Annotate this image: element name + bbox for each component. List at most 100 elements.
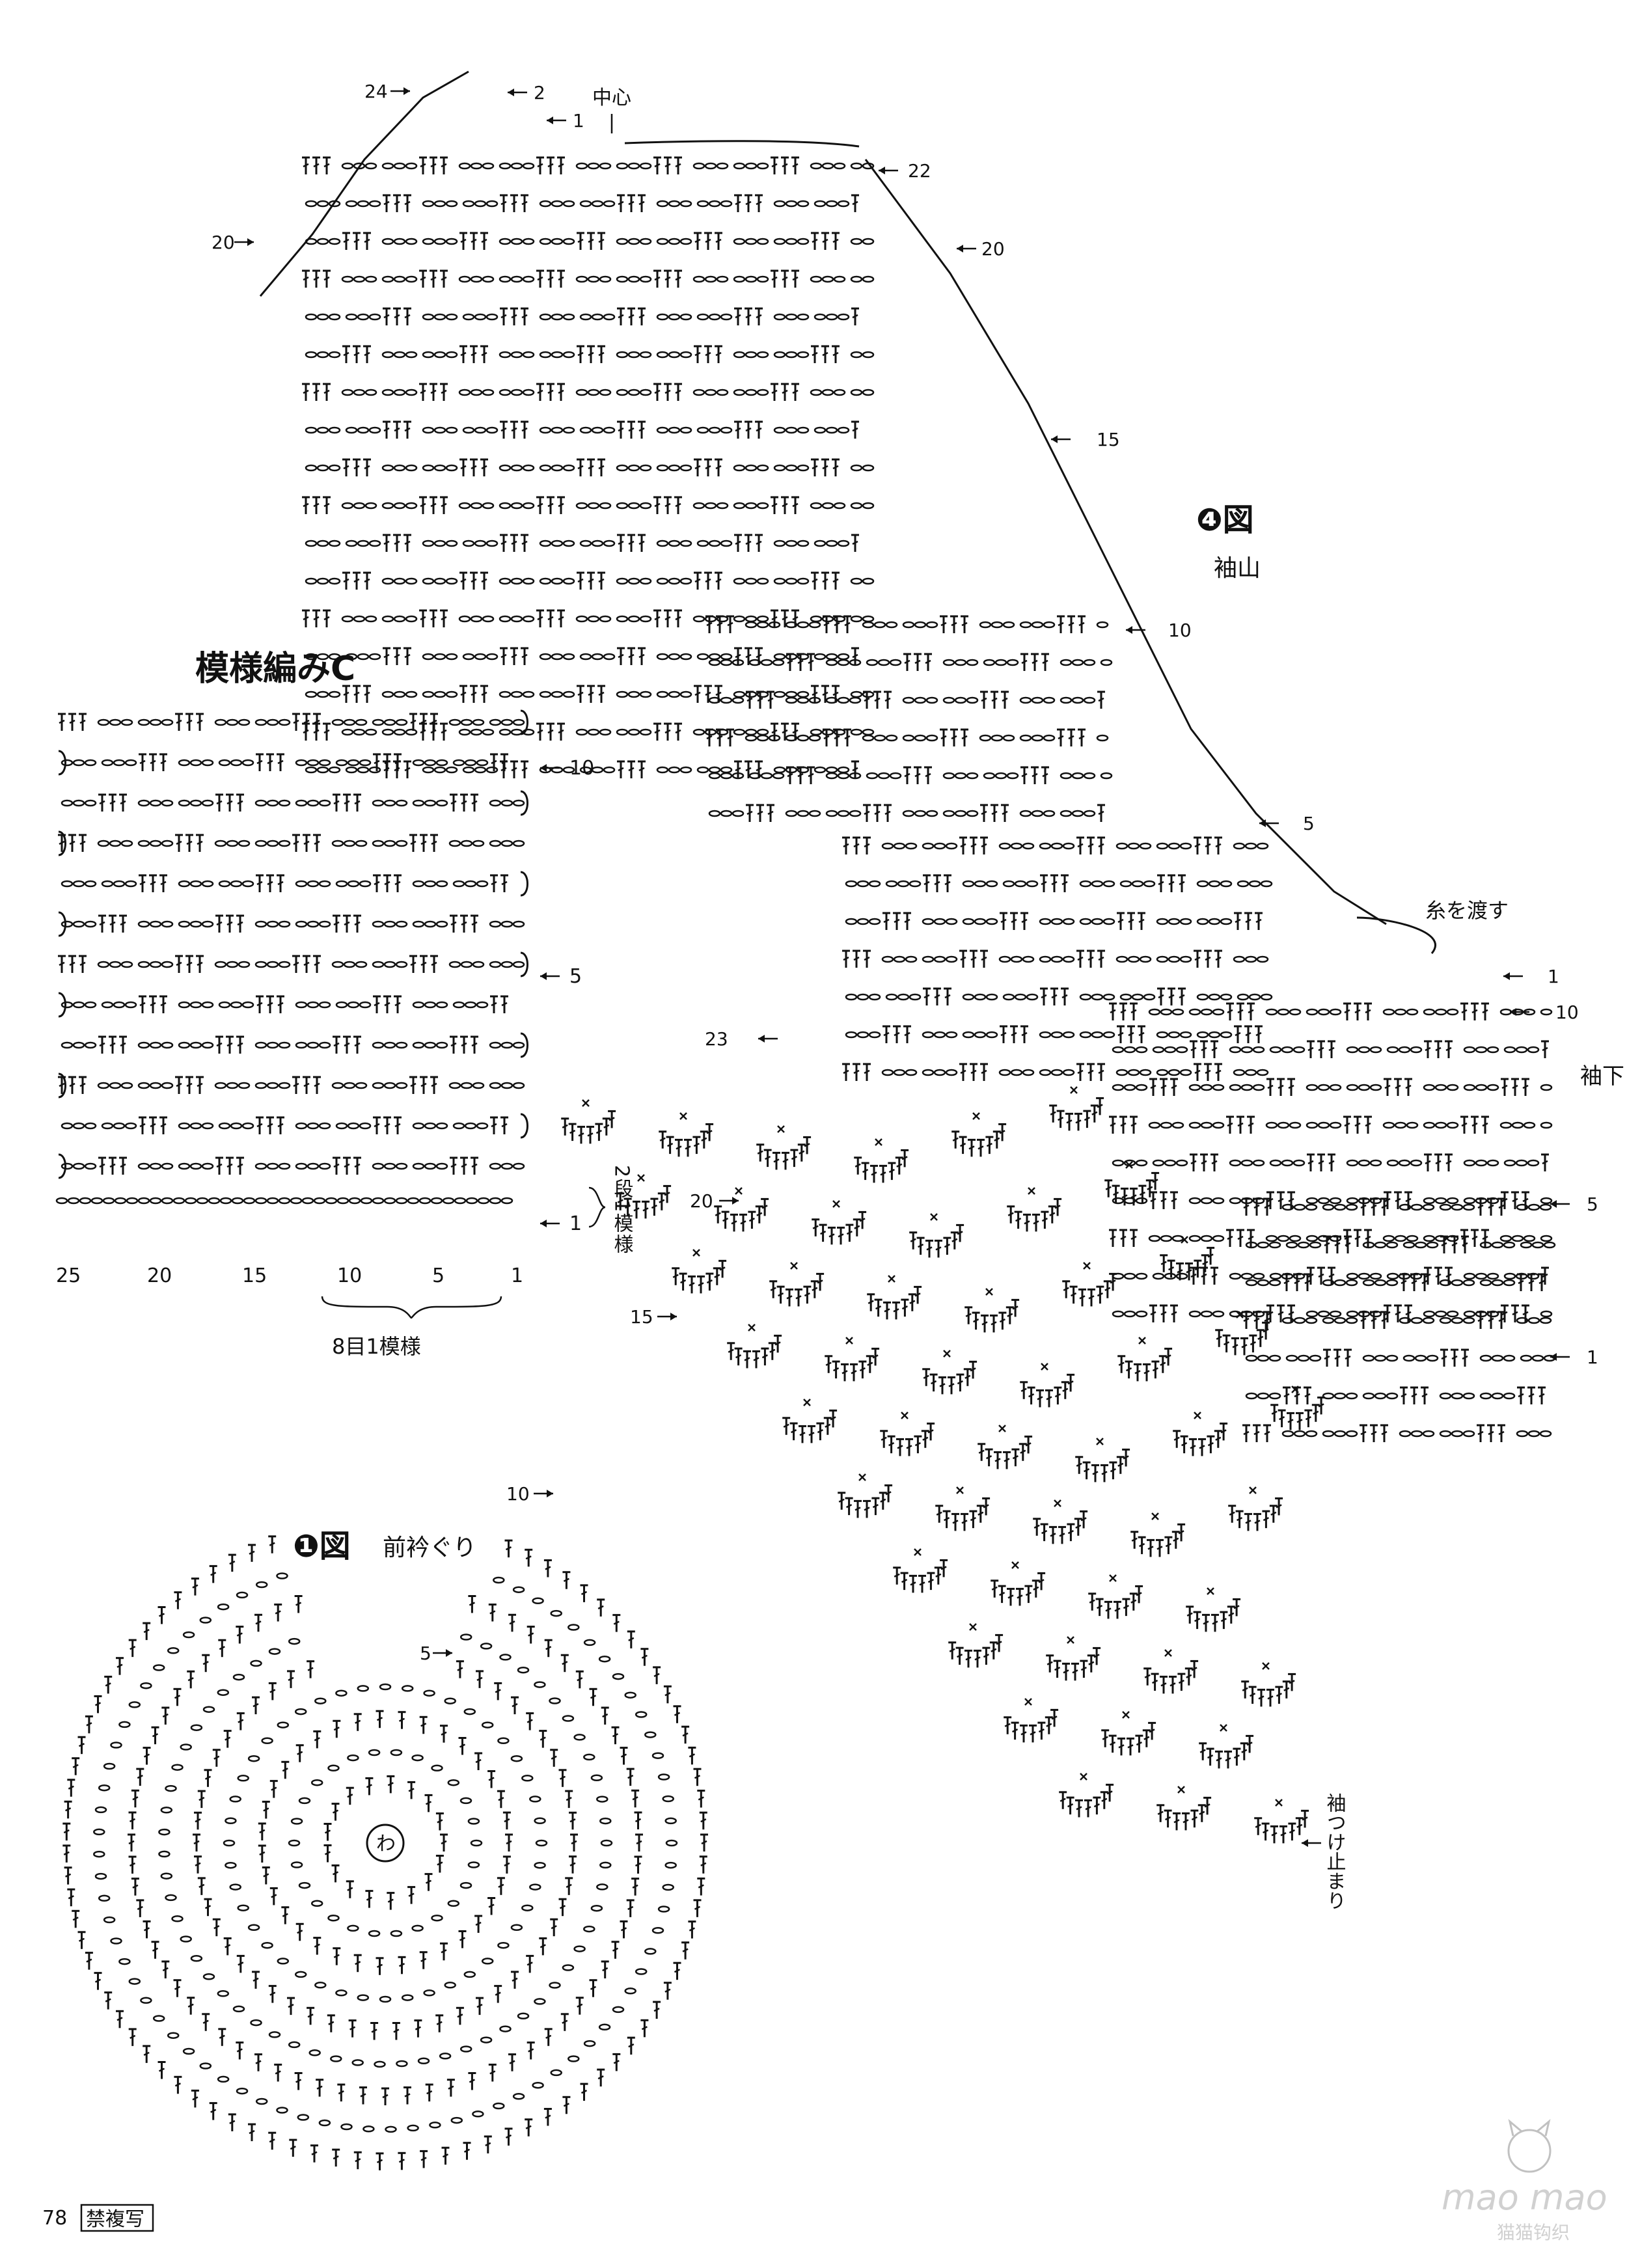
double-crochet-symbol bbox=[467, 1595, 477, 1614]
chain-symbol bbox=[137, 1162, 150, 1170]
double-crochet-symbol bbox=[989, 690, 1000, 710]
double-crochet-symbol bbox=[535, 722, 545, 742]
chain-symbol bbox=[1423, 1235, 1436, 1242]
fan-double-crochet-symbol bbox=[1240, 1680, 1250, 1700]
double-crochet-symbol bbox=[496, 1877, 506, 1896]
chain-symbol bbox=[93, 1850, 105, 1858]
fan-double-crochet-symbol bbox=[797, 1425, 808, 1444]
double-crochet-symbol bbox=[810, 458, 820, 478]
chain-symbol bbox=[500, 718, 513, 726]
chain-symbol bbox=[472, 718, 485, 726]
chain-symbol bbox=[1102, 1031, 1115, 1039]
chain-symbol bbox=[422, 313, 435, 321]
chain-symbol bbox=[254, 799, 267, 807]
chain-symbol bbox=[616, 275, 629, 283]
double-crochet-symbol bbox=[938, 728, 949, 748]
fan-double-crochet-symbol bbox=[712, 1267, 722, 1287]
chain-symbol bbox=[393, 728, 406, 736]
chain-symbol bbox=[149, 1162, 162, 1170]
chain-symbol bbox=[639, 690, 652, 698]
double-crochet-symbol bbox=[142, 1920, 152, 1939]
chain-symbol bbox=[124, 759, 137, 767]
chain-symbol bbox=[651, 1752, 664, 1759]
chain-symbol bbox=[1233, 1069, 1246, 1076]
chain-symbol bbox=[1248, 880, 1261, 888]
double-crochet-symbol bbox=[942, 987, 953, 1007]
fan-double-crochet-symbol bbox=[1205, 1747, 1216, 1767]
chain-symbol bbox=[587, 162, 600, 170]
double-crochet-symbol bbox=[1075, 1063, 1086, 1082]
double-crochet-symbol bbox=[118, 1035, 128, 1055]
double-crochet-symbol bbox=[214, 1035, 225, 1055]
chain-symbol bbox=[1112, 1046, 1125, 1054]
double-crochet-symbol bbox=[499, 534, 509, 553]
chain-symbol bbox=[1143, 993, 1156, 1001]
fan-double-crochet-symbol bbox=[763, 1149, 773, 1168]
chain-symbol bbox=[61, 759, 74, 767]
chain-symbol bbox=[343, 840, 356, 847]
double-crochet-symbol bbox=[1213, 950, 1224, 969]
chain-symbol bbox=[549, 1697, 561, 1704]
chain-symbol bbox=[103, 1762, 116, 1770]
fan-double-crochet-symbol bbox=[950, 1231, 960, 1251]
chain-symbol bbox=[591, 426, 604, 434]
double-crochet-symbol bbox=[820, 685, 830, 704]
chain-symbol bbox=[401, 1994, 414, 2001]
chain-symbol bbox=[353, 502, 366, 510]
fan-double-crochet-symbol bbox=[981, 1646, 991, 1666]
chain-symbol bbox=[1346, 1046, 1359, 1054]
chain-symbol bbox=[341, 162, 354, 170]
double-crochet-symbol bbox=[429, 834, 439, 853]
chain-symbol bbox=[1281, 1046, 1294, 1054]
fan-double-crochet-symbol bbox=[1116, 1737, 1127, 1756]
double-crochet-symbol bbox=[381, 420, 392, 440]
chain-symbol bbox=[814, 653, 827, 661]
chain-symbol bbox=[499, 389, 512, 396]
yarn-transfer-link bbox=[1356, 916, 1436, 954]
chain-symbol bbox=[351, 2059, 364, 2066]
double-crochet-symbol bbox=[142, 1747, 152, 1766]
double-crochet-symbol bbox=[575, 345, 586, 364]
double-crochet-symbol bbox=[137, 995, 148, 1015]
chain-symbol bbox=[551, 690, 564, 698]
chain-symbol bbox=[1188, 1084, 1201, 1091]
double-crochet-symbol bbox=[556, 156, 566, 176]
chain-symbol bbox=[664, 1861, 677, 1869]
fan-double-crochet-symbol bbox=[1239, 1742, 1250, 1762]
chain-symbol bbox=[510, 502, 523, 510]
double-crochet-symbol bbox=[311, 496, 321, 515]
double-crochet-symbol bbox=[820, 232, 830, 251]
chain-symbol bbox=[745, 351, 758, 359]
chain-symbol bbox=[435, 920, 448, 928]
chain-symbol bbox=[1491, 1279, 1504, 1287]
chain-symbol bbox=[598, 1655, 611, 1663]
double-crochet-symbol bbox=[458, 571, 469, 591]
chain-symbol bbox=[295, 1001, 308, 1009]
double-crochet-symbol bbox=[1363, 1002, 1373, 1022]
double-crochet-symbol bbox=[311, 722, 321, 742]
chain-symbol bbox=[575, 615, 588, 623]
double-crochet-symbol bbox=[564, 1790, 574, 1809]
fan-double-crochet-symbol bbox=[933, 1239, 944, 1259]
double-crochet-symbol bbox=[1056, 728, 1066, 748]
chain-symbol bbox=[624, 1988, 636, 1995]
chain-symbol bbox=[1179, 955, 1192, 963]
double-crochet-symbol bbox=[184, 834, 195, 853]
fan-double-crochet-symbol bbox=[853, 1499, 863, 1519]
single-crochet-symbol bbox=[1027, 1186, 1036, 1195]
chain-symbol bbox=[1237, 880, 1250, 888]
double-crochet-symbol bbox=[214, 793, 225, 813]
double-crochet-symbol bbox=[1419, 1386, 1430, 1406]
chain-symbol bbox=[954, 772, 967, 780]
chain-symbol bbox=[489, 840, 502, 847]
chain-symbol bbox=[444, 1697, 456, 1704]
chain-symbol bbox=[772, 659, 785, 666]
double-crochet-symbol bbox=[1352, 1002, 1363, 1022]
chain-symbol bbox=[307, 1162, 320, 1170]
chain-symbol bbox=[966, 810, 979, 817]
chain-symbol bbox=[814, 766, 827, 774]
chain-symbol bbox=[500, 799, 513, 807]
chain-symbol bbox=[579, 540, 592, 547]
chain-symbol bbox=[353, 728, 366, 736]
double-crochet-symbol bbox=[1066, 728, 1076, 748]
